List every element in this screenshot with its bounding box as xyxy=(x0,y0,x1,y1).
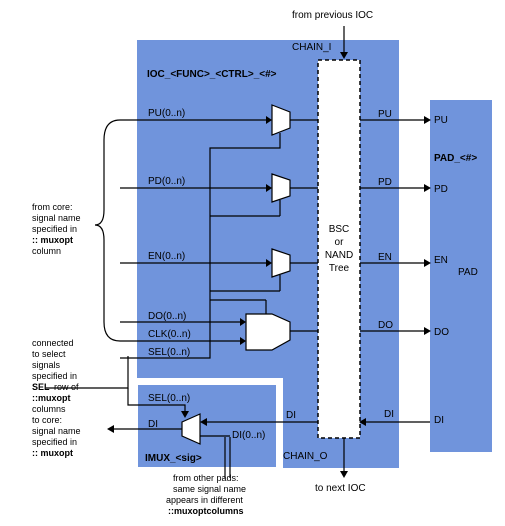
imux xyxy=(181,413,201,445)
bsc-line3: NAND xyxy=(325,250,353,261)
other-pads-2: same signal name xyxy=(173,484,246,494)
pad-pd-label: PD xyxy=(434,184,448,195)
sel-note-7: columns xyxy=(32,404,66,414)
sel-note-5: SEL xyxy=(32,382,50,392)
do-input-label: DO(0..n) xyxy=(148,311,186,322)
pd-mux xyxy=(271,173,291,203)
imux-di-in-label: DI(0..n) xyxy=(232,430,265,441)
sel-input-label: SEL(0..n) xyxy=(148,347,190,358)
ioc-title: IOC_<FUNC>_<CTRL>_<#> xyxy=(147,69,277,80)
core-note-3: specified in xyxy=(32,224,77,234)
pad-label: PAD xyxy=(458,267,478,278)
core-note-4: :: muxopt xyxy=(32,235,73,245)
to-core-3: specified in xyxy=(32,437,77,447)
pu-output-label: PU xyxy=(378,109,392,120)
core-note-2: signal name xyxy=(32,213,81,223)
en-input-label: EN(0..n) xyxy=(148,251,185,262)
chain-o-label: CHAIN_O xyxy=(283,451,328,462)
bsc-line2: or xyxy=(335,237,345,248)
imux-di-bsc-label: DI xyxy=(286,410,296,421)
bsc-box xyxy=(317,59,361,439)
chain-i-label: CHAIN_I xyxy=(292,42,331,53)
bsc-line4: Tree xyxy=(329,263,350,274)
other-pads-3: appears in different xyxy=(166,495,243,505)
to-core-2: signal name xyxy=(32,426,81,436)
pu-input-label: PU(0..n) xyxy=(148,108,185,119)
di-output-label: DI xyxy=(384,409,394,420)
sel-note-5b: row of xyxy=(54,382,79,392)
sel-note-6: ::muxopt xyxy=(32,393,71,403)
other-pads-4: ::muxoptcolumns xyxy=(168,506,244,516)
pad-block xyxy=(430,100,492,452)
to-next-ioc-label: to next IOC xyxy=(315,483,366,494)
pad-do-label: DO xyxy=(434,327,449,338)
pd-output-label: PD xyxy=(378,177,392,188)
sel-note-3: signals xyxy=(32,360,61,370)
pad-title: PAD_<#> xyxy=(434,153,477,164)
sel-note-2: to select xyxy=(32,349,66,359)
other-pads-1: from other pads: xyxy=(173,473,239,483)
to-core-1: to core: xyxy=(32,415,62,425)
pad-en-label: EN xyxy=(434,255,448,266)
sel-note-1: connected xyxy=(32,338,74,348)
do-output-label: DO xyxy=(378,320,393,331)
en-mux xyxy=(271,248,291,278)
bsc-line1: BSC xyxy=(329,224,350,235)
en-output-label: EN xyxy=(378,252,392,263)
imux-sel-label: SEL(0..n) xyxy=(148,393,190,404)
sel-note-4: specified in xyxy=(32,371,77,381)
clk-input-label: CLK(0..n) xyxy=(148,329,191,340)
core-brace xyxy=(94,119,121,342)
do-mux xyxy=(245,313,291,351)
core-note-5: column xyxy=(32,246,61,256)
pu-mux xyxy=(271,104,291,136)
to-core-4: :: muxopt xyxy=(32,448,73,458)
imux-title: IMUX_<sig> xyxy=(145,453,202,464)
imux-di-label: DI xyxy=(148,419,158,430)
from-previous-ioc-label: from previous IOC xyxy=(292,10,373,21)
pd-input-label: PD(0..n) xyxy=(148,176,185,187)
core-note-1: from core: xyxy=(32,202,73,212)
pad-pu-label: PU xyxy=(434,115,448,126)
pad-di-label: DI xyxy=(434,415,444,426)
